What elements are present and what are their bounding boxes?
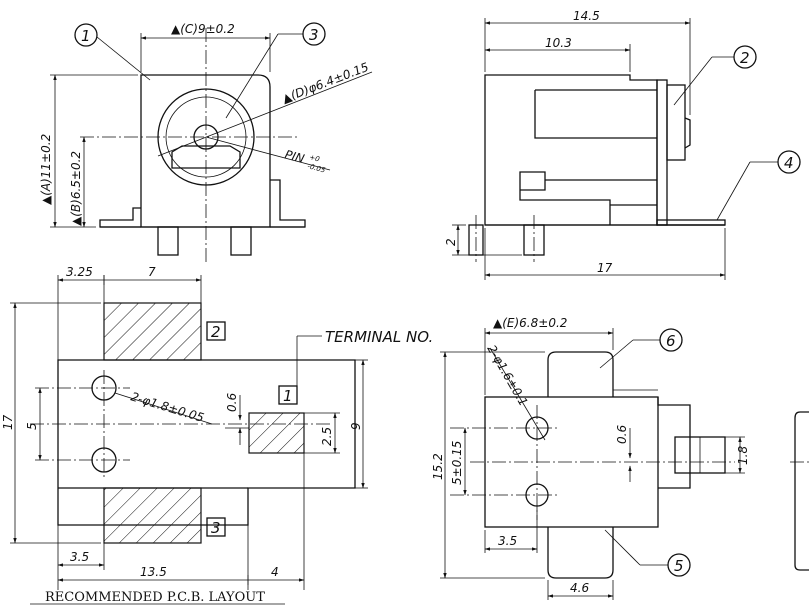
terminal-2-label: 2	[211, 323, 221, 341]
pcb-dim-3-5-label: 3.5	[70, 550, 89, 564]
dim-3-25-label: 3.25	[66, 265, 93, 279]
callout-3-label: 3	[309, 26, 319, 44]
callout-1	[74, 23, 98, 47]
dim-14-5-label: 14.5	[573, 9, 600, 23]
dim-10-3-label: 10.3	[545, 36, 572, 50]
pcb-caption: RECOMMENDED P.C.B. LAYOUT	[45, 590, 265, 605]
bottom-tab-6	[547, 351, 614, 397]
bottom-dim-3-5-label: 3.5	[498, 534, 517, 548]
dim-7-label: 7	[148, 265, 156, 279]
terminal-no-label: TERMINAL NO.	[325, 328, 433, 346]
dim-E-label: ▲(E)6.8±0.2	[493, 316, 567, 330]
callout-6-label: 6	[666, 332, 676, 350]
dim-D-label: ▲(D)φ6.4±0.15	[280, 60, 371, 106]
pcb-dim-2-5-label: 2.5	[320, 427, 334, 446]
dim-B-label: ▲(B)6.5±0.2	[69, 151, 83, 226]
pad-terminal-1	[248, 412, 305, 454]
side-connector-plate	[666, 84, 686, 161]
front-pin-left	[157, 226, 179, 256]
front-view: ▲(C)9±0.2 ▲(A)11±0.2 ▲(B)6.5±0.2 ▲(D)φ6.…	[39, 22, 373, 265]
pad-terminal-3	[103, 487, 202, 544]
pcb-dim-9-label: 9	[349, 422, 363, 430]
pcb-dim-5-label: 5	[25, 422, 39, 430]
pcb-dim-0-6-label: 0.6	[225, 393, 239, 412]
terminal-3-box	[206, 517, 226, 537]
front-flange-left	[99, 207, 141, 228]
front-flange-right	[270, 179, 306, 228]
pcb-dim-4-label: 4	[271, 565, 279, 579]
pad-terminal-2	[103, 302, 202, 361]
front-pin-right	[230, 226, 252, 256]
dim-A-label: ▲(A)11±0.2	[39, 134, 53, 205]
terminal-3-label: 3	[211, 519, 221, 537]
pcb-dim-17-label: 17	[1, 414, 15, 430]
pin-label: PIN	[283, 147, 306, 166]
terminal-1-box	[278, 385, 298, 405]
bottom-tab-5	[547, 527, 614, 579]
dim-C-label: ▲(C)9±0.2	[171, 22, 235, 36]
callout-4-label: 4	[784, 154, 794, 172]
bottom-dim-0-6-label: 0.6	[615, 425, 629, 444]
side-body-outline	[484, 74, 658, 226]
callout-2-label: 2	[740, 49, 750, 67]
callout-1-label: 1	[81, 27, 91, 45]
terminal-1-label: 1	[283, 387, 293, 405]
pcb-hole-dim-label: 2-φ1.8±0.05	[129, 389, 206, 425]
bottom-view: ▲(E)6.8±0.2 2-φ1.6±0.1 0.6 15.2 5±0.15 1…	[431, 316, 750, 600]
pin-tol-minus: -0.05	[306, 162, 326, 175]
dim-2-label: 2	[444, 238, 458, 246]
side-view: 14.5 10.3 2 17 2 4	[444, 9, 801, 280]
callout-5-label: 5	[674, 557, 684, 575]
bottom-dim-1-8-label: 1.8	[736, 446, 750, 465]
partial-view-edge	[794, 411, 809, 571]
pcb-dim-13-5-label: 13.5	[140, 565, 167, 579]
terminal-2-box	[206, 321, 226, 341]
bottom-dim-15-2-label: 15.2	[431, 453, 445, 480]
pcb-layout-view: 3.25 7 17 5 2-φ1.8±0.05 0.6 2.5 9 3.5 1	[1, 265, 433, 605]
pin-tol-plus: +0	[308, 153, 321, 164]
pcb-outline	[57, 359, 356, 526]
bottom-dim-4-6-label: 4.6	[570, 581, 589, 595]
dim-17-label: 17	[597, 261, 613, 275]
bottom-dim-5-label: 5±0.15	[450, 441, 464, 485]
